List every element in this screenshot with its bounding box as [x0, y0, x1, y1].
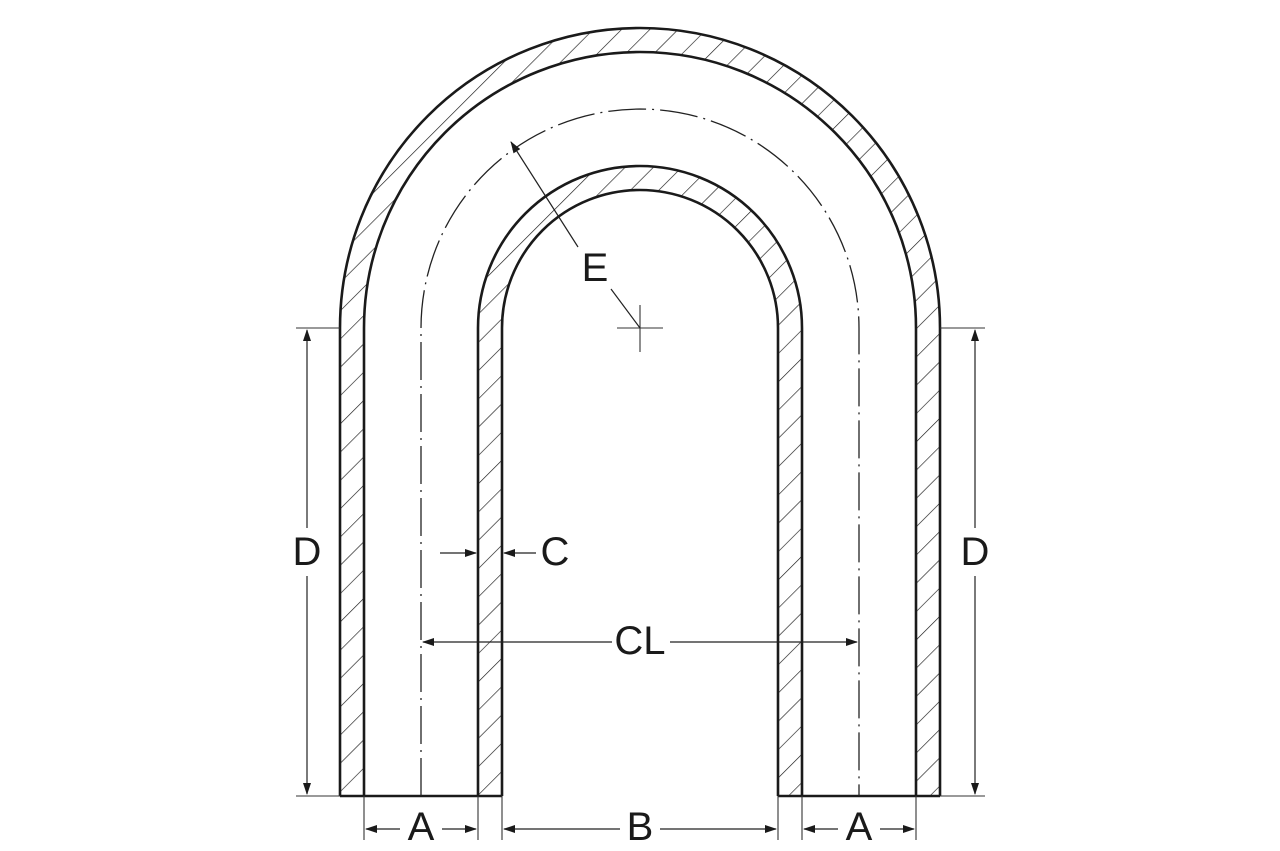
bottom-extension-lines — [363, 796, 917, 840]
label-cl: CL — [614, 619, 665, 663]
label-a-left: A — [408, 805, 435, 849]
label-e: E — [582, 246, 609, 290]
dimension-e: E — [510, 141, 641, 329]
label-d-right: D — [961, 530, 990, 574]
label-d-left: D — [293, 530, 322, 574]
dimension-b: B — [503, 805, 777, 849]
centerline — [420, 108, 860, 796]
dimension-cl: CL — [422, 619, 858, 663]
dimension-d-right: D — [940, 327, 990, 797]
dimension-a-left: A — [365, 805, 477, 849]
label-c: C — [541, 530, 570, 574]
dimension-a-right: A — [803, 805, 915, 849]
label-a-right: A — [846, 805, 873, 849]
inner-wall — [476, 164, 804, 798]
dimension-d-left: D — [293, 327, 340, 797]
outer-wall — [338, 26, 942, 798]
label-b: B — [627, 805, 654, 849]
center-mark — [617, 305, 663, 352]
dimension-c: C — [440, 530, 569, 574]
